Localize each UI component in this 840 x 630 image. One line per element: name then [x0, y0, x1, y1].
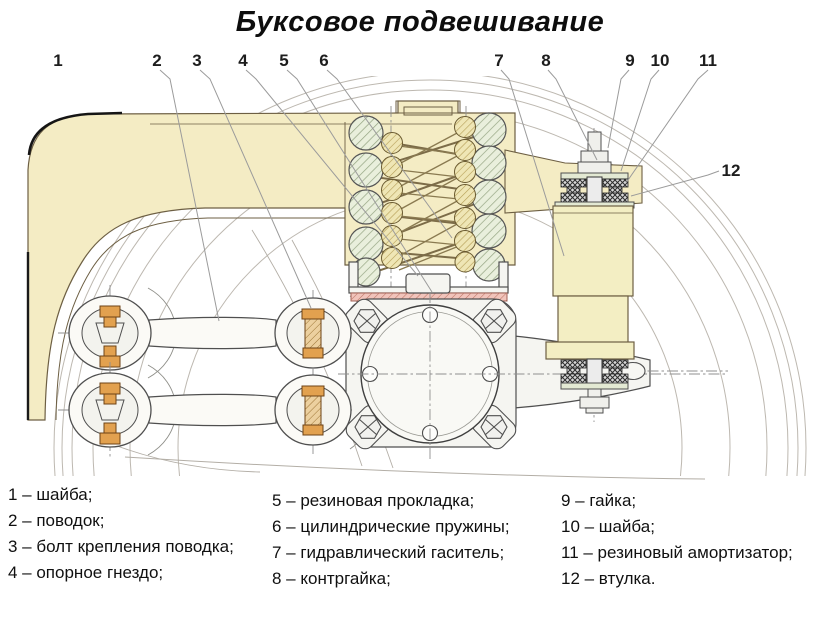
spring-seat: [348, 261, 509, 302]
link-rod-upper: [58, 285, 352, 382]
inner-spring-wire: [398, 131, 460, 271]
rod-bolt-shank: [103, 422, 117, 434]
rod-bolt-head: [99, 432, 121, 445]
callout-6: 6: [319, 51, 328, 70]
hydraulic-damper: [545, 128, 728, 422]
legend-item: 1 – шайба;: [8, 485, 93, 504]
support-socket-boss: [405, 273, 451, 294]
callout-labels: 1 2 3 4 5 6 7 8 9 10 11 12: [53, 51, 740, 180]
bushing: [586, 358, 603, 386]
wheel-arcs: [53, 76, 807, 476]
rubber-damper-block: [560, 192, 587, 203]
legend-item: 10 – шайба;: [561, 517, 655, 536]
bushing: [586, 176, 603, 204]
fastening-bolt-body: [304, 318, 322, 349]
rod-bolt-shank: [103, 345, 117, 357]
callout-7: 7: [494, 51, 503, 70]
seat-wall-left: [348, 261, 359, 291]
callout-3: 3: [192, 51, 201, 70]
callout-2: 2: [152, 51, 161, 70]
legend-item: 7 – гидравлический гаситель;: [272, 543, 505, 562]
callout-10: 10: [651, 51, 670, 70]
rubber-damper-block: [566, 367, 581, 375]
legend-item: 5 – резиновая прокладка;: [272, 491, 475, 510]
spring-top-cap: [395, 100, 461, 116]
rubber-damper-block: [560, 373, 587, 384]
frame-lip-line: [55, 217, 345, 421]
rubber-damper-block: [560, 178, 587, 188]
rubber-damper-block: [602, 192, 629, 203]
rubber-damper-block: [602, 178, 629, 188]
legend-item: 8 – контргайка;: [272, 569, 391, 588]
rubber-gasket-hatch: [351, 293, 507, 301]
legend-item: 2 – поводок;: [8, 511, 105, 530]
rod-bolt-head: [99, 382, 121, 395]
damper-body-upper: [552, 205, 634, 297]
damper-bottom-cap: [545, 341, 635, 360]
callout-1: 1: [53, 51, 62, 70]
link-rod-lower: [58, 362, 352, 458]
stud: [587, 131, 602, 153]
fastening-bolt-nut: [302, 424, 324, 436]
rubber-damper-block: [602, 359, 629, 369]
rod-shaft: [148, 393, 277, 427]
page-title: Буксовое подвешивание: [235, 6, 605, 38]
rubber-damper-block: [608, 186, 623, 194]
damper-body-lower: [557, 295, 629, 344]
callout-11: 11: [699, 51, 717, 70]
rubber-damper-block: [560, 359, 587, 369]
stud: [587, 388, 602, 398]
fastening-bolt-head: [301, 308, 325, 320]
callout-9: 9: [625, 51, 634, 70]
callout-12: 12: [722, 161, 741, 180]
legend-column-2: 5 – резиновая прокладка; 6 – цилиндричес…: [272, 488, 510, 592]
rod-bolt-head: [99, 305, 121, 318]
axle-box: [338, 292, 726, 462]
wheel-bore-line: [124, 456, 706, 480]
nut: [579, 396, 610, 409]
fastening-bolt-head: [301, 385, 325, 397]
legend-item: 4 – опорное гнездо;: [8, 563, 164, 582]
callout-4: 4: [238, 51, 248, 70]
coil-springs: [348, 100, 507, 296]
fastening-bolt-body: [304, 395, 322, 426]
legend-column-3: 9 – гайка; 10 – шайба; 11 – резиновый ам…: [561, 488, 793, 592]
stud-tip: [585, 407, 604, 414]
legend-column-1: 1 – шайба; 2 – поводок; 3 – болт креплен…: [8, 482, 234, 586]
flange-hex-bolts: [353, 309, 508, 439]
washer: [560, 382, 629, 390]
rod-shaft: [148, 316, 277, 350]
rod-bolt-shank: [103, 316, 117, 328]
callout-8: 8: [541, 51, 550, 70]
legend-item: 12 – втулка.: [561, 569, 656, 588]
seat-wall-right: [498, 261, 509, 291]
rubber-damper-block: [608, 367, 623, 375]
legend-item: 6 – цилиндрические пружины;: [272, 517, 510, 536]
legend-item: 11 – резиновый амортизатор;: [561, 543, 793, 562]
legend-item: 3 – болт крепления поводка;: [8, 537, 234, 556]
nut: [580, 150, 609, 163]
damper-bottom-mount: [560, 358, 629, 414]
rubber-damper-block: [566, 186, 581, 194]
frame-top-edge: [27, 111, 123, 156]
locknut: [577, 161, 612, 174]
rod-bolt-shank: [103, 393, 117, 405]
legend-item: 9 – гайка;: [561, 491, 637, 510]
callout-5: 5: [279, 51, 288, 70]
leader-lines: [159, 69, 720, 322]
rubber-damper-block: [602, 373, 629, 384]
fastening-bolt-nut: [302, 347, 324, 359]
